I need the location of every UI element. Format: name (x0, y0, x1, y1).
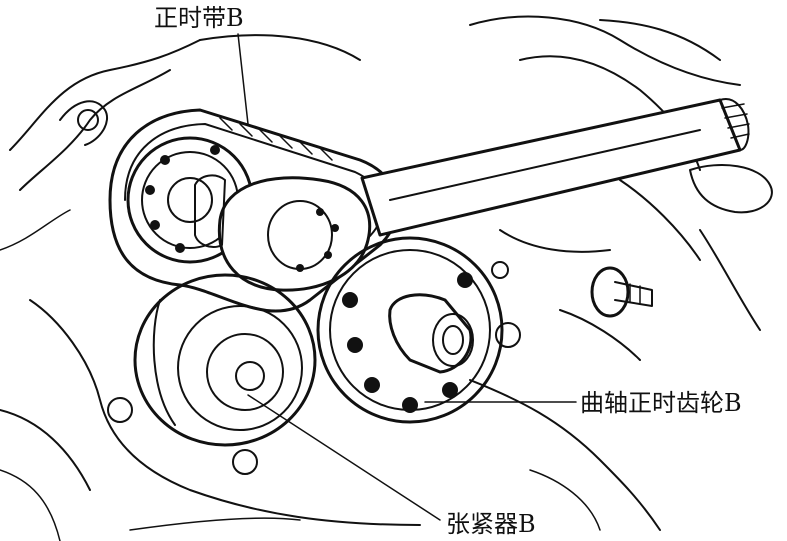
leader-lines (237, 33, 577, 521)
engine-block-outline (0, 15, 773, 541)
tensioner-b (107, 273, 317, 475)
label-tensioner-b: 张紧器B (444, 510, 538, 538)
stud-bolt (491, 261, 653, 348)
label-crankshaft-timing-gear-b: 曲轴正时齿轮B (578, 389, 744, 417)
wrench-handle (360, 98, 750, 237)
crankshaft-timing-gear-b (316, 236, 504, 424)
label-timing-belt-b: 正时带B (152, 4, 246, 32)
wrench-socket (194, 174, 372, 292)
